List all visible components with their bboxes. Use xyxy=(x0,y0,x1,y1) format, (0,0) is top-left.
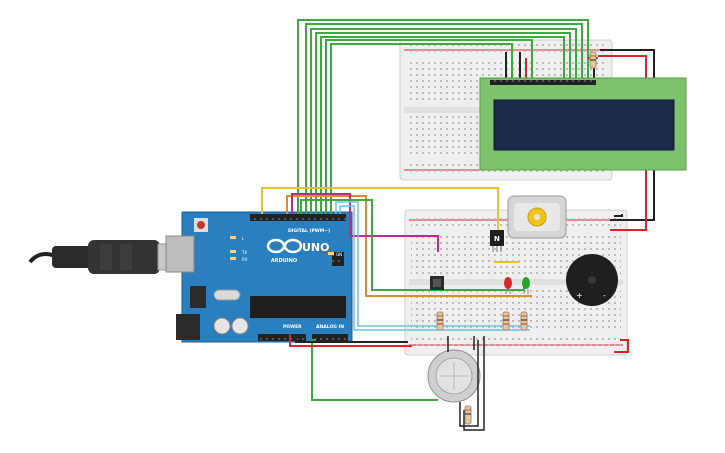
bottom-breadboard[interactable] xyxy=(404,209,628,356)
orange-wire xyxy=(286,195,532,297)
power-header[interactable] xyxy=(258,334,306,341)
dc-jack xyxy=(176,314,200,340)
lcd-data-wires xyxy=(297,19,589,214)
arduino-logo-text: ARDUINO xyxy=(271,258,297,264)
l-label: L xyxy=(242,236,245,241)
push-button[interactable] xyxy=(430,276,444,290)
resistor-3 xyxy=(520,311,528,331)
on-label: ON xyxy=(336,252,342,257)
digital-label: DIGITAL (PWM~) xyxy=(288,228,330,234)
sensor-wires xyxy=(447,336,485,431)
resistor-1 xyxy=(436,311,444,331)
led-tx xyxy=(230,250,236,253)
led-rx xyxy=(230,257,236,260)
digital-header[interactable] xyxy=(250,214,346,221)
green-led[interactable] xyxy=(522,277,530,294)
lcd-screen xyxy=(493,99,675,151)
arduino-model-text: UNO xyxy=(302,241,330,254)
usb-port xyxy=(165,235,195,273)
transistor-label: N xyxy=(494,235,500,243)
led-l xyxy=(230,236,236,239)
buzzer-plus: + xyxy=(576,291,583,300)
red-led[interactable] xyxy=(504,277,512,294)
crystal xyxy=(213,289,241,301)
power-label: POWER xyxy=(283,324,302,330)
lightblue-wires xyxy=(335,201,530,331)
lcd-display[interactable] xyxy=(479,77,687,171)
led-on xyxy=(328,252,334,255)
power-black-wires xyxy=(295,214,623,343)
buzzer-minus: - xyxy=(603,291,606,300)
capacitor-2 xyxy=(231,317,249,335)
green-signal-wire xyxy=(300,199,525,401)
analog-header[interactable] xyxy=(312,334,348,341)
magenta-wire xyxy=(291,193,439,252)
tx-label: TX xyxy=(241,250,247,255)
piezo-buzzer[interactable]: + - xyxy=(566,254,618,306)
dc-motor[interactable] xyxy=(507,195,567,239)
gas-sensor[interactable] xyxy=(427,349,481,403)
sensor-resistor xyxy=(464,405,472,425)
capacitor-1 xyxy=(213,317,231,335)
regulator-chip xyxy=(190,286,206,308)
transistor[interactable]: N xyxy=(490,230,504,252)
icsp-header xyxy=(332,252,344,266)
rx-label: RX xyxy=(242,257,248,262)
atmega-chip xyxy=(250,296,346,318)
arduino-logo: ARDUINO UNO xyxy=(266,238,330,264)
usb-cable xyxy=(28,240,181,274)
power-red-wires xyxy=(289,334,629,353)
resistor-2 xyxy=(502,311,510,331)
arduino-uno-board[interactable]: ARDUINO UNO DIGITAL (PWM~) POWER ANALOG … xyxy=(165,211,353,343)
yellow-wire xyxy=(261,187,499,230)
lcd-resistor xyxy=(589,51,597,69)
analog-label: ANALOG IN xyxy=(316,324,344,330)
